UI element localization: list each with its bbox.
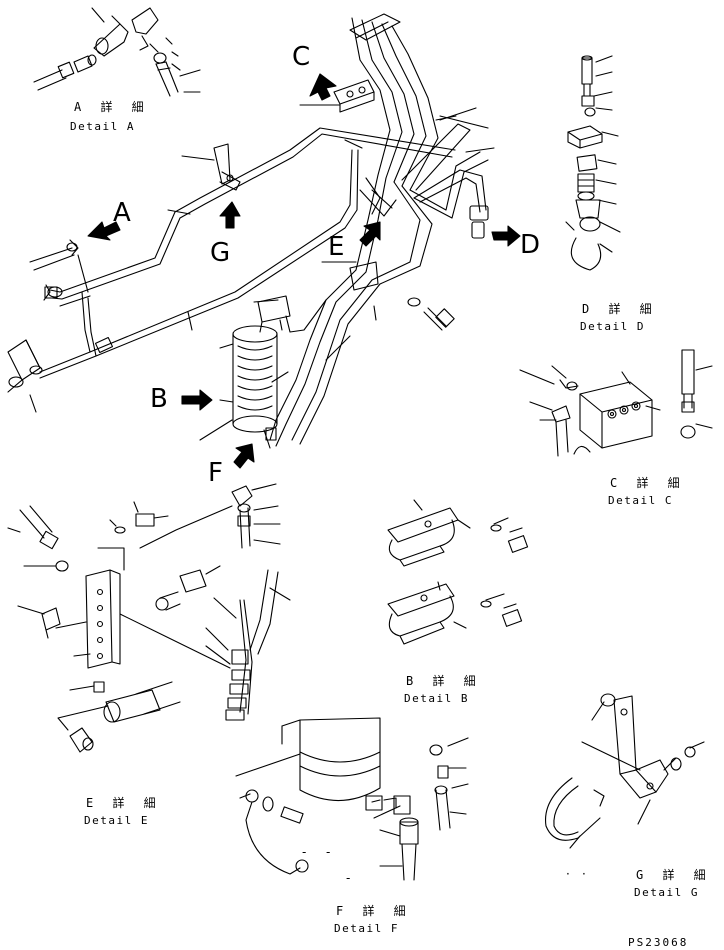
detail-e-art (8, 484, 290, 752)
detail-a-caption-en: Detail A (70, 120, 135, 133)
detail-d-art (566, 56, 620, 270)
callout-e-letter: E (328, 232, 345, 262)
bracket-c-main (334, 80, 374, 112)
detail-e-caption-en: Detail E (84, 814, 149, 827)
detail-g-art (546, 694, 704, 848)
detail-f-dash-2: - (326, 845, 331, 859)
detail-g-dot-1: · (566, 867, 570, 881)
detail-c-art (520, 350, 712, 456)
detail-f-dash-3: - (346, 871, 351, 885)
detail-f-art (236, 718, 468, 880)
receiver-drier (220, 296, 326, 440)
detail-a-art (34, 8, 200, 96)
hose-bundle (270, 14, 488, 446)
callout-g-letter: G (210, 238, 231, 268)
detail-f-dash-1: - (302, 845, 307, 859)
callout-f-letter: F (208, 458, 223, 488)
callout-c-letter: C (292, 42, 311, 72)
main-pipe-run (30, 128, 455, 378)
callout-d-letter: D (520, 230, 541, 260)
detail-g-caption-jp: G 詳 細 (636, 868, 712, 882)
detail-g-dot-2: · (582, 867, 586, 881)
detail-b-caption-jp: B 詳 細 (406, 674, 482, 688)
detail-e-caption-jp: E 詳 細 (86, 796, 162, 810)
callout-a-letter: A (113, 198, 131, 228)
detail-f-caption-en: Detail F (334, 922, 399, 935)
detail-c-caption-jp: C 詳 細 (610, 476, 686, 490)
bracket-g (214, 144, 240, 190)
bundle-bolt (408, 298, 454, 330)
left-clip (8, 340, 42, 412)
callout-b-letter: B (150, 384, 168, 414)
detail-g-caption-en: Detail G (634, 886, 699, 899)
callout-arrows (88, 74, 520, 468)
detail-b-art (388, 500, 528, 644)
detail-a-caption-jp: A 詳 細 (74, 100, 150, 114)
drawing-number: PS23068 (628, 936, 689, 949)
detail-d-caption-jp: D 詳 細 (582, 302, 658, 316)
detail-b-caption-en: Detail B (404, 692, 469, 705)
detail-f-caption-jp: F 詳 細 (336, 904, 412, 918)
detail-d-caption-en: Detail D (580, 320, 645, 333)
main-leaders (60, 105, 494, 448)
detail-c-caption-en: Detail C (608, 494, 673, 507)
